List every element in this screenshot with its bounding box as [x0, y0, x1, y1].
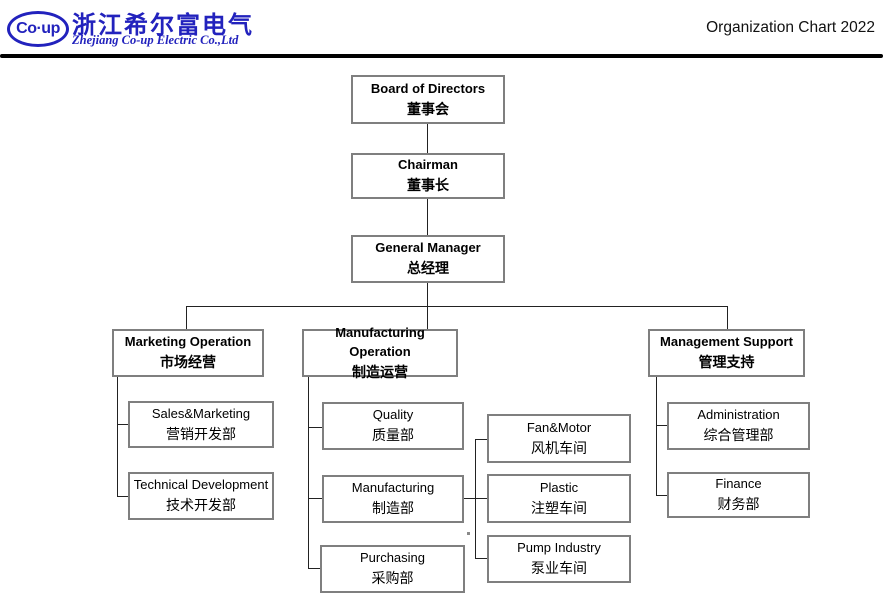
connector-sales-stub — [117, 424, 128, 425]
node-finance: Finance 财务部 — [667, 472, 810, 518]
node-label-zh: 采购部 — [371, 570, 414, 587]
logo-badge-text: Co·up — [16, 20, 60, 37]
node-purchasing: Purchasing 采购部 — [320, 545, 465, 593]
node-manufacturing: Manufacturing 制造部 — [322, 475, 464, 523]
node-label-zh: 董事会 — [407, 100, 449, 117]
connector-manufacturing-spine — [308, 377, 309, 569]
connector-drop-marketing — [186, 306, 187, 329]
node-label-zh: 质量部 — [372, 427, 414, 444]
node-label-zh: 综合管理部 — [703, 427, 774, 444]
node-label-zh: 制造部 — [372, 500, 414, 517]
node-label-zh: 市场经营 — [160, 354, 216, 371]
node-label-en: Fan&Motor — [526, 419, 592, 435]
node-label-zh: 董事长 — [407, 177, 449, 194]
node-manufacturing-operation: Manufacturing Operation 制造运营 — [302, 325, 458, 380]
node-label-en: Pump Industry — [517, 540, 601, 556]
connector-pump-stub — [475, 558, 487, 559]
connector-marketing-spine — [117, 377, 118, 496]
node-label-zh: 技术开发部 — [166, 497, 236, 514]
node-quality: Quality 质量部 — [322, 402, 464, 450]
node-administration: Administration 综合管理部 — [667, 402, 810, 450]
node-label-en: Finance — [715, 476, 762, 492]
node-label-en: Administration — [697, 407, 780, 423]
node-label-en: Plastic — [539, 479, 579, 495]
node-chairman: Chairman 董事长 — [351, 153, 505, 199]
node-label-zh: 风机车间 — [531, 439, 587, 456]
connector-distributor — [186, 306, 727, 307]
node-label-en: Chairman — [398, 157, 458, 173]
company-name-en: Zhejiang Co-up Electric Co.,Ltd — [72, 33, 239, 47]
connector-quality-stub — [308, 427, 322, 428]
node-label-en: Manufacturing Operation — [335, 325, 433, 359]
node-technical-development: Technical Development 技术开发部 — [128, 472, 274, 520]
company-logo: Co·up — [7, 11, 69, 47]
header-divider — [0, 54, 883, 58]
node-label-en: Manufacturing — [351, 480, 435, 496]
node-label-zh: 泵业车间 — [531, 560, 587, 577]
node-label-zh: 总经理 — [407, 260, 449, 277]
node-label-zh: 管理支持 — [698, 354, 755, 371]
connector-purchasing-stub — [308, 568, 320, 569]
connector-drop-management — [727, 306, 728, 329]
connector-support-spine — [656, 377, 657, 495]
node-marketing-operation: Marketing Operation 市场经营 — [112, 329, 264, 377]
connector-manufacturing-stub — [308, 498, 322, 499]
node-label-en: Management Support — [660, 334, 793, 350]
node-label-zh: 制造运营 — [352, 363, 408, 380]
node-plastic: Plastic 注塑车间 — [487, 474, 631, 523]
stray-dot — [467, 532, 470, 535]
node-label-en: General Manager — [375, 240, 481, 256]
connector-workshop-spine — [475, 439, 476, 558]
node-label-zh: 注塑车间 — [531, 499, 587, 516]
connector-technical-stub — [117, 496, 128, 497]
node-label-en: Marketing Operation — [124, 334, 252, 350]
node-label-en: Purchasing — [359, 550, 426, 566]
node-label-en: Board of Directors — [370, 80, 486, 96]
connector-finance-stub — [656, 495, 667, 496]
connector-board-chairman — [427, 124, 428, 153]
node-label-zh: 财务部 — [717, 496, 760, 513]
node-general-manager: General Manager 总经理 — [351, 235, 505, 283]
node-label-en: Quality — [372, 407, 414, 423]
connector-fan-stub — [475, 439, 487, 440]
node-pump-industry: Pump Industry 泵业车间 — [487, 535, 631, 583]
node-board: Board of Directors 董事会 — [351, 75, 505, 124]
node-label-en: Sales&Marketing — [151, 405, 251, 421]
node-label-en: Technical Development — [133, 477, 269, 493]
connector-administration-stub — [656, 425, 667, 426]
node-label-zh: 营销开发部 — [166, 425, 236, 442]
node-sales-marketing: Sales&Marketing 营销开发部 — [128, 401, 274, 448]
node-fan-motor: Fan&Motor 风机车间 — [487, 414, 631, 463]
company-name-zh: 浙江希尔富电气 — [72, 12, 254, 39]
connector-chairman-gm — [427, 199, 428, 235]
node-management-support: Management Support 管理支持 — [648, 329, 805, 377]
page-title: Organization Chart 2022 — [706, 19, 875, 36]
